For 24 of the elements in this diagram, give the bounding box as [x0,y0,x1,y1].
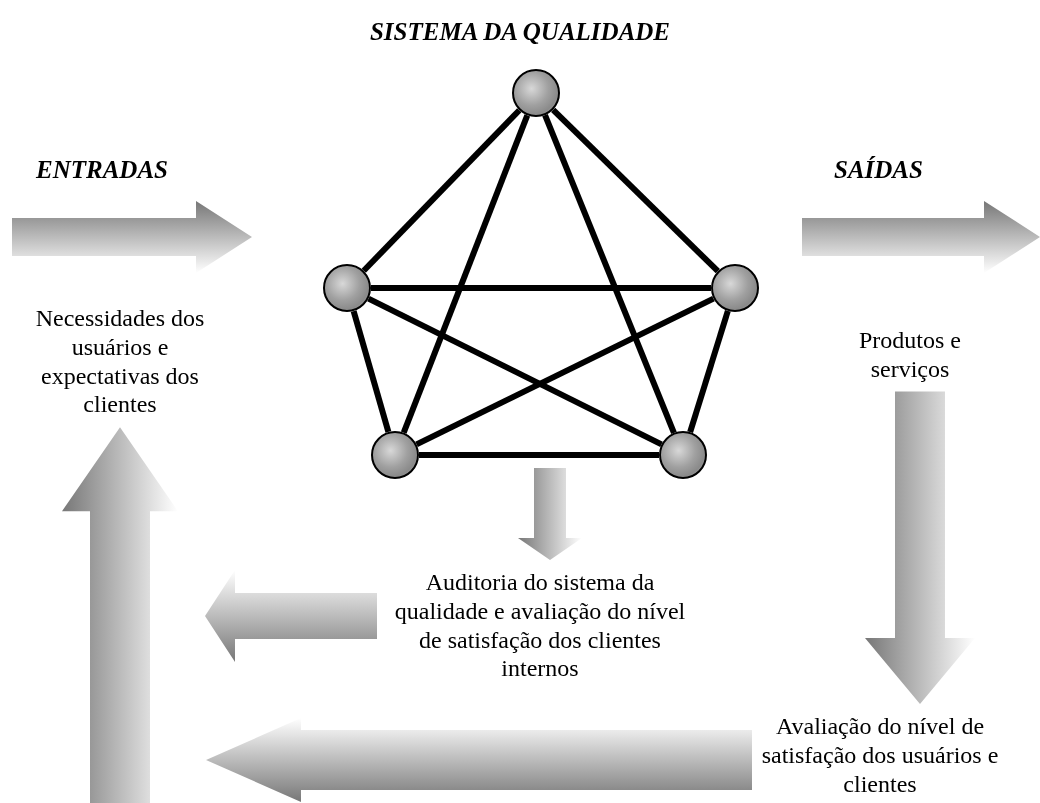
connector-line [415,295,715,448]
description-text: Avaliação do nível de satisfação dos usuários e clientes [761,713,999,797]
connector-line [367,296,663,447]
description-text: Necessidades dos usuários e expectativas dos clientes [35,305,205,418]
connector-line [371,285,711,291]
textured-circle [323,264,371,312]
connector-line [542,114,677,434]
textured-circle [512,69,560,117]
section-label: ENTRADAS [36,156,168,184]
section-label: SAÍDAS [834,156,923,184]
description-text: Auditoria do sistema da qualidade e avaliação do nível de satisfação dos clientes internos [394,569,686,682]
block-arrow [206,718,752,802]
connector-line [551,107,720,274]
connector-line [419,452,659,458]
textured-circle [711,264,759,312]
diagram-title: SISTEMA DA QUALIDADE [369,18,671,45]
connector-line [350,310,392,433]
description-text: Produtos e serviços [859,327,961,382]
connector-line [361,108,522,273]
textured-circle [659,431,707,479]
block-arrow [518,468,582,560]
connector-line [400,114,531,434]
connector-line [687,310,731,433]
textured-circle [371,431,419,479]
